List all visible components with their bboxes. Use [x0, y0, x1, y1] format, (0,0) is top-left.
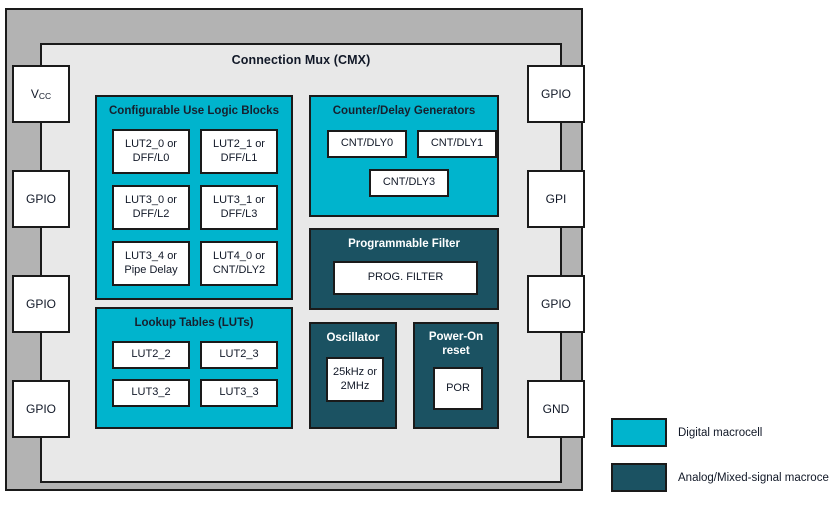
- group-lookup-tables[interactable]: Lookup Tables (LUTs) LUT2_2 LUT2_3 LUT3_…: [95, 307, 293, 429]
- pin-label: GPIO: [25, 402, 56, 416]
- pin-right-gpio-2[interactable]: GPIO: [527, 275, 585, 333]
- cell-lut2-1[interactable]: LUT2_1 or DFF/L1: [200, 129, 278, 174]
- group-counter-delay-generators[interactable]: Counter/Delay Generators CNT/DLY0 CNT/DL…: [309, 95, 499, 217]
- cell-cnt-dly0[interactable]: CNT/DLY0: [327, 130, 407, 158]
- group-title-oscillator: Oscillator: [326, 332, 380, 344]
- group-title-counters: Counter/Delay Generators: [332, 105, 476, 117]
- group-title-por: Power-On reset: [428, 331, 484, 357]
- legend-swatch-digital-icon: [611, 418, 667, 447]
- cell-por[interactable]: POR: [433, 367, 483, 410]
- cell-lut3-4[interactable]: LUT3_4 or Pipe Delay: [112, 241, 190, 286]
- legend-label-analog: Analog/Mixed-signal macrocell: [678, 471, 829, 484]
- group-power-on-reset[interactable]: Power-On reset POR: [413, 322, 499, 429]
- legend: Digital macrocell Analog/Mixed-signal ma…: [611, 418, 829, 508]
- cell-lut2-0[interactable]: LUT2_0 or DFF/L0: [112, 129, 190, 174]
- connection-mux-title: Connection Mux (CMX): [231, 53, 371, 67]
- pin-label: V: [30, 87, 39, 101]
- cell-lut2-3[interactable]: LUT2_3: [200, 341, 278, 369]
- pin-label: GPI: [545, 192, 567, 206]
- legend-item-digital: Digital macrocell: [611, 418, 826, 447]
- pin-label: GPIO: [540, 297, 571, 311]
- pin-right-gpio-1[interactable]: GPIO: [527, 65, 585, 123]
- pin-left-gpio-3[interactable]: GPIO: [12, 380, 70, 438]
- group-configurable-use-logic-blocks[interactable]: Configurable Use Logic Blocks LUT2_0 or …: [95, 95, 293, 300]
- cell-lut3-1[interactable]: LUT3_1 or DFF/L3: [200, 185, 278, 230]
- legend-label-digital: Digital macrocell: [678, 426, 763, 439]
- pin-label: GND: [542, 402, 570, 416]
- group-programmable-filter[interactable]: Programmable Filter PROG. FILTER: [309, 228, 499, 310]
- cell-lut3-0[interactable]: LUT3_0 or DFF/L2: [112, 185, 190, 230]
- legend-swatch-analog-icon: [611, 463, 667, 492]
- pin-left-gpio-1[interactable]: GPIO: [12, 170, 70, 228]
- cell-lut4-0[interactable]: LUT4_0 or CNT/DLY2: [200, 241, 278, 286]
- cell-prog-filter[interactable]: PROG. FILTER: [333, 261, 478, 295]
- cell-lut3-2[interactable]: LUT3_2: [112, 379, 190, 407]
- cell-oscillator-freq[interactable]: 25kHz or 2MHz: [326, 357, 384, 402]
- pin-label: GPIO: [25, 297, 56, 311]
- pin-label: GPIO: [25, 192, 56, 206]
- cell-cnt-dly1[interactable]: CNT/DLY1: [417, 130, 497, 158]
- legend-item-analog: Analog/Mixed-signal macrocell: [611, 463, 829, 492]
- pin-left-gpio-2[interactable]: GPIO: [12, 275, 70, 333]
- group-title-luts: Lookup Tables (LUTs): [134, 317, 254, 329]
- group-oscillator[interactable]: Oscillator 25kHz or 2MHz: [309, 322, 397, 429]
- pin-right-gnd[interactable]: GND: [527, 380, 585, 438]
- pin-label-subscript: CC: [38, 91, 52, 101]
- group-title-filter: Programmable Filter: [348, 238, 460, 250]
- cell-lut3-3[interactable]: LUT3_3: [200, 379, 278, 407]
- pin-label: GPIO: [540, 87, 571, 101]
- cell-cnt-dly3[interactable]: CNT/DLY3: [369, 169, 449, 197]
- pin-right-gpi[interactable]: GPI: [527, 170, 585, 228]
- cell-lut2-2[interactable]: LUT2_2: [112, 341, 190, 369]
- group-title-clb: Configurable Use Logic Blocks: [109, 105, 279, 117]
